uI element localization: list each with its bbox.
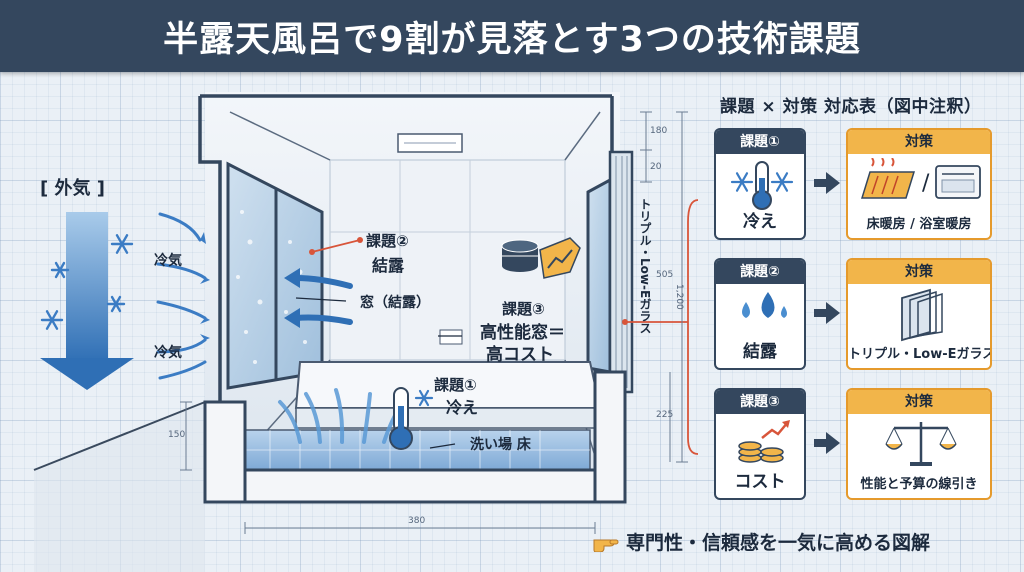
thermometer-snow-icon <box>730 161 794 210</box>
balance-scale-icon <box>885 422 957 466</box>
issue2-name: 結露 <box>372 256 405 275</box>
dim-505: 505 <box>656 270 674 280</box>
page-title: 半露天風呂で9割が見落とす3つの技術課題 <box>163 19 861 60</box>
title-banner: 半露天風呂で9割が見落とす3つの技術課題 <box>0 0 1024 72</box>
right-arrow-icon <box>814 172 840 194</box>
dim-150: 150 <box>168 430 186 440</box>
issue3-label: 課題③ <box>502 300 545 318</box>
footer-text: 専門性・信頼感を一気に高める図解 <box>626 532 931 554</box>
price-tag-icon <box>539 237 581 279</box>
issue-card-cold: 課題① 冷え <box>714 128 806 240</box>
right-arrow-icon <box>814 302 840 324</box>
coins-icon <box>738 420 790 463</box>
measure-card-cap: 対策 <box>848 260 990 284</box>
measure-card-glass: 対策 トリプル・Low-Eガラス <box>846 258 992 370</box>
issue1-label: 課題① <box>434 376 477 394</box>
issue3-line2: 高コスト <box>486 345 554 365</box>
dim-380: 380 <box>408 516 426 526</box>
measure-card-name: 床暖房 / 浴室暖房 <box>866 217 972 232</box>
issue3-line1: 高性能窓＝ <box>480 323 565 343</box>
issue-measure-table: 課題 × 対策 対応表（図中注釈） 課題① 冷え 対策 <box>706 88 1016 508</box>
snowflake-icons <box>40 234 134 330</box>
table-title: 課題 × 対策 対応表（図中注釈） <box>720 97 982 117</box>
water-drops-icon <box>742 292 787 318</box>
issue-card-cap: 課題③ <box>716 390 804 414</box>
right-arrow-icon <box>814 432 840 454</box>
bathroom-illustration: [ 外気 ] 冷気 冷気 課題② 結露 窓（結露） 課題③ 高性能窓＝ 高コスト… <box>0 72 700 572</box>
triple-glass-icon <box>901 288 943 342</box>
dim-225: 225 <box>656 410 674 420</box>
dim-1200: 1,200 <box>674 284 684 310</box>
measure-card-cap: 対策 <box>848 130 990 154</box>
outside-air-label: [ 外気 ] <box>40 178 105 199</box>
issue-card-cap: 課題① <box>716 130 804 154</box>
issue2-label: 課題② <box>366 232 409 250</box>
floor-label: 洗い場 床 <box>470 437 531 453</box>
measure-card-budget: 対策 性能と予算の線引き <box>846 388 992 500</box>
dim-20: 20 <box>650 162 662 172</box>
pointing-hand-icon <box>593 539 619 552</box>
table-row-condensation: 課題② 結露 対策 トリプル・Low-Eガラス <box>706 258 1016 370</box>
issue-card-cap: 課題② <box>716 260 804 284</box>
bathroom-drawing <box>33 92 699 572</box>
measure-card-name: トリプル・Low-Eガラス <box>848 347 992 362</box>
thermometer-icon <box>389 387 413 450</box>
issue-card-cost: 課題③ コスト <box>714 388 806 500</box>
heater-slash: / <box>922 171 930 196</box>
issue-card-condensation: 課題② 結露 <box>714 258 806 370</box>
measure-card-cap: 対策 <box>848 390 990 414</box>
cold-air-label-2: 冷気 <box>154 345 182 361</box>
table-row-cold: 課題① 冷え 対策 / <box>706 128 1016 240</box>
coin-stack-icon <box>501 239 539 272</box>
window-label: 窓（結露） <box>360 295 430 311</box>
footer-note: 専門性・信頼感を一気に高める図解 <box>592 528 930 555</box>
triple-glass-label: トリプル・Low-Eガラス <box>638 198 652 335</box>
measure-card-heating: 対策 / 床暖房 / 浴室暖房 <box>846 128 992 240</box>
table-row-cost: 課題③ コスト 対策 <box>706 388 1016 500</box>
cold-air-label-1: 冷気 <box>154 253 182 269</box>
dim-180: 180 <box>650 126 668 136</box>
measure-card-name: 性能と予算の線引き <box>860 477 978 492</box>
issue-card-name: 結露 <box>743 342 777 362</box>
cold-air-arrows <box>156 212 207 380</box>
issue-card-name: コスト <box>734 472 786 492</box>
floor-heater-icon: / <box>860 158 981 199</box>
issue-card-name: 冷え <box>743 212 777 232</box>
cold-air-down-arrow <box>40 212 134 390</box>
issue1-name: 冷え <box>446 398 479 417</box>
